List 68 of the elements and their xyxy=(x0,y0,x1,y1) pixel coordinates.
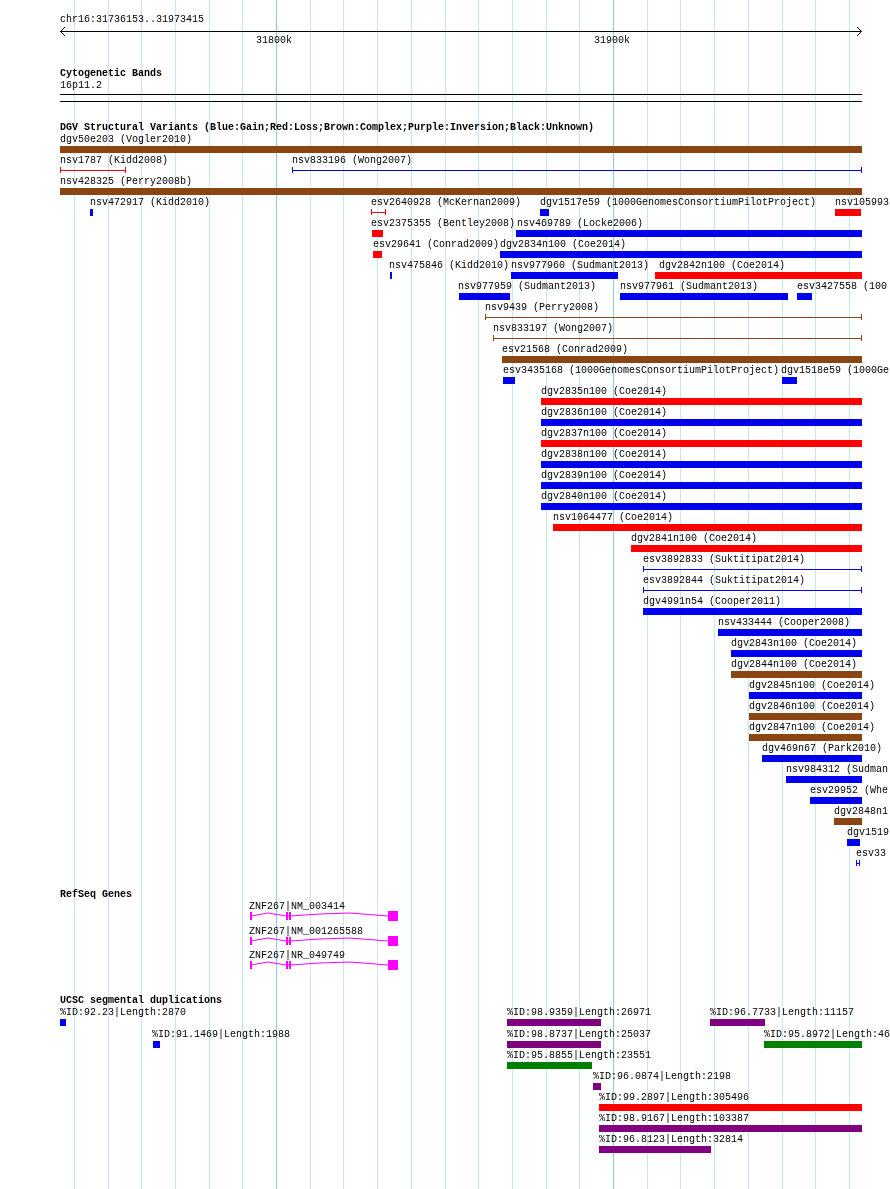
variant-label: nsv469789 (Locke2006) xyxy=(517,218,644,230)
variant-label: dgv2847n100 (Coe2014) xyxy=(749,722,876,734)
variant-label: dgv1519 xyxy=(847,827,889,839)
duplication-label: %ID:95.8855|Length:23551 xyxy=(507,1050,652,1062)
gene-label: ZNF267|NM_001265588 xyxy=(249,926,364,938)
duplication-label: %ID:98.9359|Length:26971 xyxy=(507,1007,652,1019)
variant-label: nsv105993 xyxy=(835,197,889,209)
gene-label: ZNF267|NM_003414 xyxy=(249,901,345,913)
duplication-label: %ID:98.8737|Length:25037 xyxy=(507,1029,652,1041)
variant-label: dgv2842n100 (Coe2014) xyxy=(659,260,786,272)
variant-label: dgv4991n54 (Cooper2011) xyxy=(643,596,782,608)
variant-label: dgv2845n100 (Coe2014) xyxy=(749,680,876,692)
tick-label: 31900k xyxy=(594,35,630,47)
variant-label: nsv1064477 (Coe2014) xyxy=(553,512,674,524)
variant-label: nsv475846 (Kidd2010) xyxy=(389,260,510,272)
duplication-label: %ID:96.7733|Length:11157 xyxy=(710,1007,855,1019)
variant-label: dgv1518e59 (1000Ge xyxy=(781,365,890,377)
duplication-label: %ID:91.1469|Length:1988 xyxy=(152,1029,291,1041)
variant-label: dgv2843n100 (Coe2014) xyxy=(731,638,858,650)
track-title: UCSC segmental duplications xyxy=(60,995,223,1007)
variant-label: esv3435168 (1000GenomesConsortiumPilotProject) xyxy=(503,365,780,377)
variant-label: nsv977960 (Sudmant2013) xyxy=(511,260,650,272)
variant-label: esv2640928 (McKernan2009) xyxy=(371,197,522,209)
duplication-label: %ID:92.23|Length:2870 xyxy=(60,1007,187,1019)
variant-label: esv21568 (Conrad2009) xyxy=(502,344,629,356)
variant-label: nsv433444 (Cooper2008) xyxy=(718,617,851,629)
gene-label: ZNF267|NR_049749 xyxy=(249,950,345,962)
variant-label: nsv984312 (Sudman xyxy=(786,764,889,776)
tick-label: 31800k xyxy=(256,35,292,47)
variant-label: esv29952 (Whe xyxy=(810,785,888,797)
coordinate-label: chr16:31736153..31973415 xyxy=(60,14,205,26)
duplication-label: %ID:96.8123|Length:32814 xyxy=(599,1134,744,1146)
variant-label: nsv472917 (Kidd2010) xyxy=(90,197,211,209)
track-title: RefSeq Genes xyxy=(60,889,132,901)
variant-label: esv3427558 (100 xyxy=(797,281,887,293)
variant-label: dgv2840n100 (Coe2014) xyxy=(541,491,668,503)
variant-label: dgv2836n100 (Coe2014) xyxy=(541,407,668,419)
variant-label: dgv2848n1 xyxy=(834,806,888,818)
duplication-label: %ID:99.2897|Length:305496 xyxy=(599,1092,750,1104)
duplication-label: %ID:96.0874|Length:2198 xyxy=(593,1071,732,1083)
variant-label: dgv50e203 (Vogler2010) xyxy=(60,134,193,146)
variant-label: nsv1787 (Kidd2008) xyxy=(60,155,169,167)
variant-label: nsv428325 (Perry2008b) xyxy=(60,176,193,188)
variant-label: dgv2841n100 (Coe2014) xyxy=(631,533,758,545)
variant-label: esv3892844 (Suktitipat2014) xyxy=(643,575,806,587)
variant-label: nsv833196 (Wong2007) xyxy=(292,155,413,167)
variant-label: dgv469n67 (Park2010) xyxy=(762,743,883,755)
variant-label: dgv2837n100 (Coe2014) xyxy=(541,428,668,440)
duplication-label: %ID:95.8972|Length:46 xyxy=(764,1029,890,1041)
variant-label: esv29641 (Conrad2009) xyxy=(373,239,500,251)
variant-label: dgv2839n100 (Coe2014) xyxy=(541,470,668,482)
variant-label: nsv9439 (Perry2008) xyxy=(485,302,600,314)
variant-label: dgv2846n100 (Coe2014) xyxy=(749,701,876,713)
variant-label: nsv977961 (Sudmant2013) xyxy=(620,281,759,293)
track-title: DGV Structural Variants (Blue:Gain;Red:Loss;Brown:Complex;Purple:Inversion;Black:Unknown) xyxy=(60,122,595,134)
variant-label: dgv1517e59 (1000GenomesConsortiumPilotProject) xyxy=(540,197,817,209)
variant-label: esv3892833 (Suktitipat2014) xyxy=(643,554,806,566)
variant-label: nsv833197 (Wong2007) xyxy=(493,323,614,335)
variant-label: dgv2835n100 (Coe2014) xyxy=(541,386,668,398)
variant-label: dgv2834n100 (Coe2014) xyxy=(500,239,627,251)
band-label: 16p11.2 xyxy=(60,80,102,92)
track-title: Cytogenetic Bands xyxy=(60,68,163,80)
variant-label: dgv2838n100 (Coe2014) xyxy=(541,449,668,461)
variant-label: esv33 xyxy=(856,848,886,860)
variant-label: esv2375355 (Bentley2008) xyxy=(371,218,516,230)
variant-label: nsv977959 (Sudmant2013) xyxy=(458,281,597,293)
variant-label: dgv2844n100 (Coe2014) xyxy=(731,659,858,671)
duplication-label: %ID:98.9167|Length:103387 xyxy=(599,1113,750,1125)
